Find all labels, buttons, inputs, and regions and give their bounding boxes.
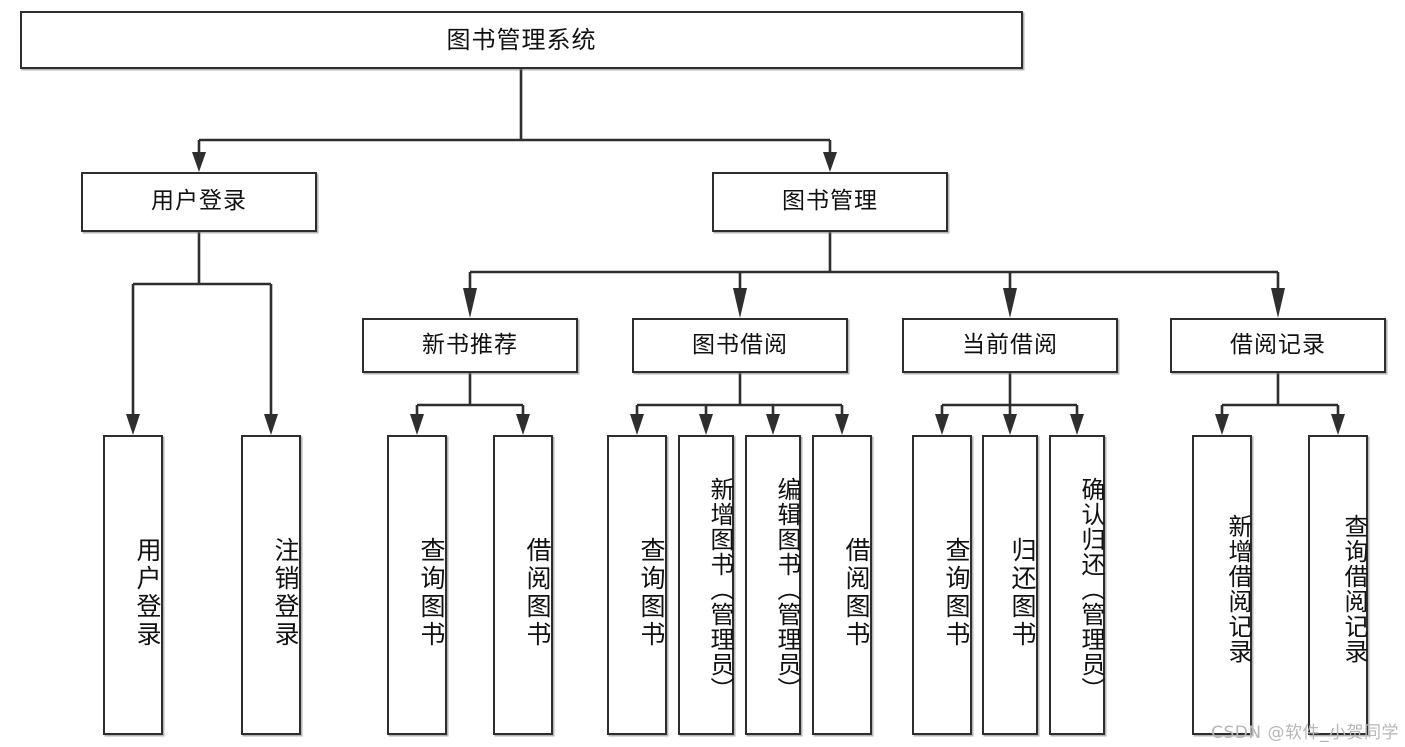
- node-label: 借阅图书: [842, 537, 871, 649]
- node-user-login[interactable]: 用户登录: [81, 172, 317, 232]
- leaf-borrow-borrow-book[interactable]: 借阅图书: [812, 435, 872, 735]
- node-label: 用户登录: [133, 537, 162, 649]
- leaf-record-query-record[interactable]: 查询借阅记录: [1308, 435, 1368, 735]
- node-root-book-management-system[interactable]: 图书管理系统: [20, 11, 1023, 69]
- node-label: 图书管理系统: [446, 25, 597, 54]
- node-label: 查询借阅记录: [1340, 514, 1368, 664]
- leaf-borrow-edit-book-admin[interactable]: 编辑图书（管理员）: [745, 435, 801, 735]
- leaf-new-book-query-book[interactable]: 查询图书: [387, 435, 447, 735]
- node-label: 用户登录: [151, 188, 247, 215]
- node-label: 注销登录: [271, 537, 300, 649]
- node-label: 查询图书: [942, 537, 971, 649]
- node-label: 图书借阅: [692, 331, 788, 358]
- node-label: 查询图书: [637, 537, 666, 649]
- node-label: 归还图书: [1008, 537, 1037, 649]
- node-label: 图书管理: [782, 188, 878, 215]
- leaf-current-return-book[interactable]: 归还图书: [982, 435, 1038, 735]
- leaf-borrow-add-book-admin[interactable]: 新增图书（管理员）: [678, 435, 734, 735]
- leaf-new-book-borrow-book[interactable]: 借阅图书: [493, 435, 553, 735]
- node-label: 新增图书（管理员）: [706, 476, 734, 702]
- leaf-record-add-record[interactable]: 新增借阅记录: [1192, 435, 1252, 735]
- node-book-borrowing[interactable]: 图书借阅: [632, 318, 848, 373]
- node-label: 确认归还（管理员）: [1077, 476, 1105, 702]
- watermark-text: CSDN @软件_小贺同学: [1211, 723, 1399, 743]
- node-label: 新书推荐: [422, 331, 518, 358]
- node-label: 当前借阅: [962, 331, 1058, 358]
- leaf-current-confirm-return-admin[interactable]: 确认归还（管理员）: [1049, 435, 1105, 735]
- node-current-borrowing[interactable]: 当前借阅: [902, 318, 1118, 373]
- node-borrowing-record[interactable]: 借阅记录: [1170, 318, 1386, 373]
- leaf-user-login-logout[interactable]: 注销登录: [241, 435, 301, 735]
- node-new-book-recommendation[interactable]: 新书推荐: [362, 318, 578, 373]
- node-label: 借阅记录: [1230, 331, 1326, 358]
- node-book-management[interactable]: 图书管理: [712, 172, 948, 232]
- leaf-current-query-book[interactable]: 查询图书: [912, 435, 972, 735]
- node-label: 查询图书: [417, 537, 446, 649]
- node-label: 新增借阅记录: [1224, 514, 1252, 664]
- node-label: 借阅图书: [523, 537, 552, 649]
- leaf-borrow-query-book[interactable]: 查询图书: [607, 435, 667, 735]
- leaf-user-login-login[interactable]: 用户登录: [103, 435, 163, 735]
- node-label: 编辑图书（管理员）: [773, 476, 801, 702]
